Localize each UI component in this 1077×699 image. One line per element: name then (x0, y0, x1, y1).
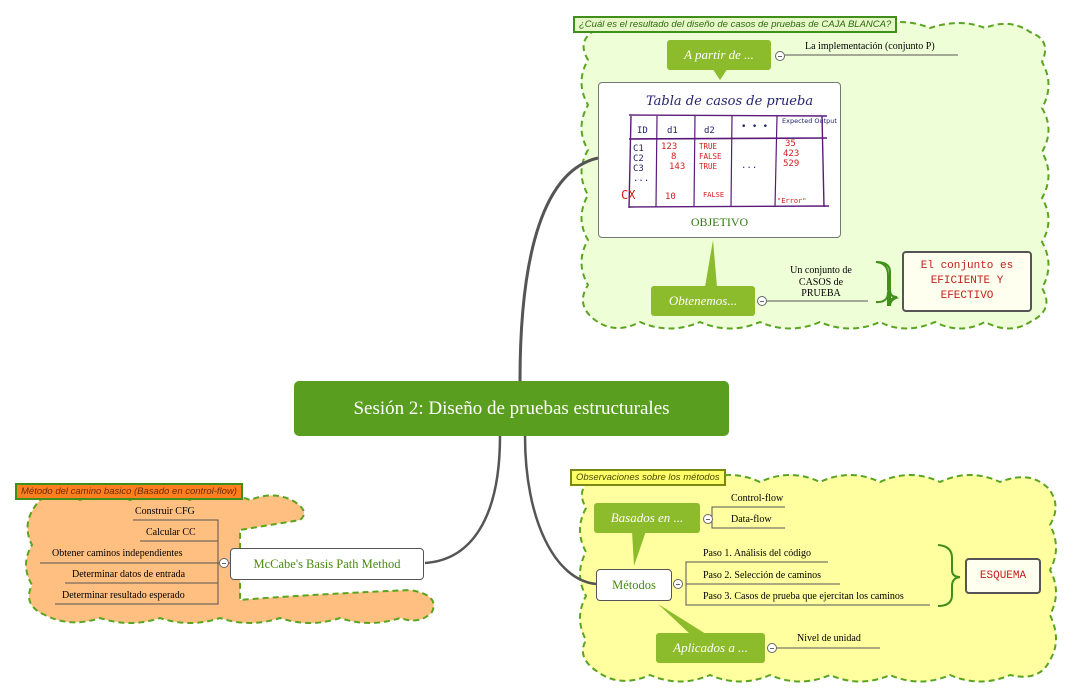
objetivo-caption: OBJETIVO (690, 215, 749, 229)
central-topic[interactable]: Sesión 2: Diseño de pruebas estructurale… (294, 381, 729, 436)
efficient-line: El conjunto es (920, 260, 1014, 272)
paso-3-leaf[interactable]: Paso 3. Casos de prueba que ejercitan lo… (703, 591, 904, 602)
test-case-table-sketch: Tabla de casos de prueba ID d1 d2 • • • … (621, 94, 837, 209)
casos-prueba-leaf[interactable]: Un conjunto de CASOS de PRUEBA (776, 265, 866, 300)
svg-text:8: 8 (671, 152, 676, 162)
mccabe-method-node[interactable]: McCabe's Basis Path Method (230, 548, 424, 580)
svg-text:CX: CX (621, 188, 636, 202)
basados-callout[interactable]: Basados en ... (594, 503, 700, 533)
svg-text:"Error": "Error" (777, 197, 807, 205)
svg-text:C2: C2 (633, 154, 644, 164)
svg-text:TRUE: TRUE (699, 142, 718, 151)
control-flow-leaf[interactable]: Control-flow (731, 493, 784, 504)
paso-1-leaf[interactable]: Paso 1. Análisis del código (703, 548, 812, 559)
set-text-line: CASOS de (798, 276, 844, 288)
eficiente-efectivo-box[interactable]: El conjunto es EFICIENTE Y EFECTIVO (902, 251, 1032, 312)
svg-text:123: 123 (661, 142, 677, 152)
nivel-unidad-leaf[interactable]: Nivel de unidad (797, 633, 861, 644)
aplicados-callout[interactable]: Aplicados a ... (656, 633, 765, 663)
svg-text:10: 10 (665, 192, 676, 202)
col-id: ID (637, 126, 648, 136)
objective-table-node[interactable]: Tabla de casos de prueba ID d1 d2 • • • … (598, 82, 841, 238)
a-partir-callout[interactable]: A partir de ... (667, 40, 771, 70)
data-flow-leaf[interactable]: Data-flow (731, 514, 772, 525)
esquema-box[interactable]: ESQUEMA (965, 558, 1041, 594)
left-cloud-label: Método del camino basico (Basado en cont… (15, 483, 243, 500)
svg-text:C1: C1 (633, 144, 644, 154)
efficient-line: EFECTIVO (940, 290, 994, 302)
col-d2: d2 (704, 126, 715, 136)
svg-text:35: 35 (785, 139, 796, 149)
step-resultado-esperado[interactable]: Determinar resultado esperado (62, 590, 185, 601)
efficient-line: EFICIENTE Y (930, 275, 1004, 287)
set-text-line: Un conjunto de (790, 265, 852, 276)
svg-text:C3: C3 (633, 164, 644, 174)
top-cloud-label: ¿Cuál es el resultado del diseño de caso… (573, 16, 898, 33)
svg-text:TRUE: TRUE (699, 162, 718, 171)
step-datos-entrada[interactable]: Determinar datos de entrada (72, 569, 186, 580)
metodos-node[interactable]: Métodos (596, 569, 672, 601)
svg-text:143: 143 (669, 162, 685, 172)
svg-text:423: 423 (783, 149, 799, 159)
svg-text:529: 529 (783, 159, 799, 169)
set-text-line: PRUEBA (801, 288, 841, 299)
obtenemos-callout[interactable]: Obtenemos... (651, 286, 755, 316)
collapse-knob-icon[interactable] (673, 579, 683, 589)
collapse-knob-icon[interactable] (757, 296, 767, 306)
svg-text:...: ... (741, 161, 757, 171)
left-cloud (25, 493, 435, 624)
svg-text:FALSE: FALSE (703, 191, 724, 199)
col-d1: d1 (667, 126, 678, 136)
collapse-knob-icon[interactable] (219, 558, 229, 568)
svg-text:...: ... (633, 174, 649, 184)
step-construir-cfg[interactable]: Construir CFG (135, 506, 195, 517)
step-calcular-cc[interactable]: Calcular CC (146, 527, 196, 538)
collapse-knob-icon[interactable] (703, 514, 713, 524)
col-dots: • • • (741, 122, 768, 132)
svg-text:FALSE: FALSE (699, 152, 722, 161)
paso-2-leaf[interactable]: Paso 2. Selección de caminos (703, 570, 822, 581)
bottom-cloud-label: Observaciones sobre los métodos (570, 469, 726, 486)
step-caminos-independientes[interactable]: Obtener caminos independientes (52, 548, 183, 559)
collapse-knob-icon[interactable] (775, 51, 785, 61)
sketch-title: Tabla de casos de prueba (646, 94, 813, 109)
collapse-knob-icon[interactable] (767, 643, 777, 653)
col-expected: Expected Output (782, 117, 837, 125)
implementation-leaf[interactable]: La implementación (conjunto P) (805, 41, 935, 52)
